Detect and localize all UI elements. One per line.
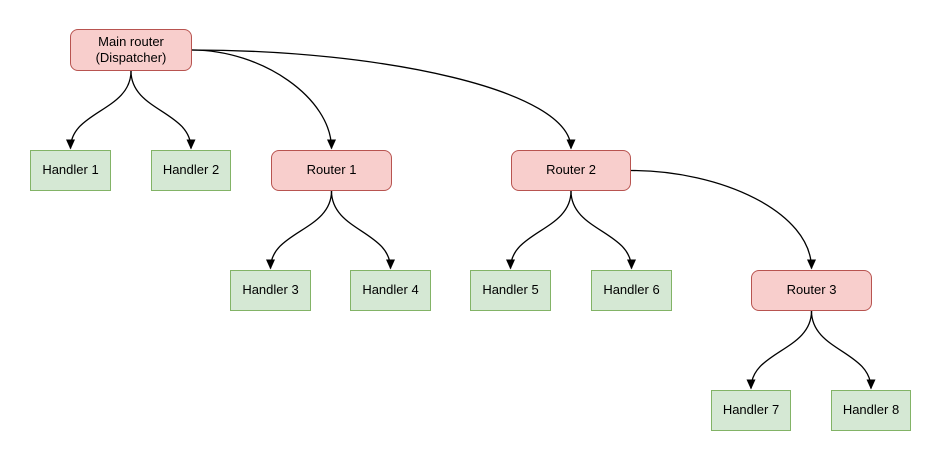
node-handler6: Handler 6 xyxy=(591,270,672,311)
node-handler5: Handler 5 xyxy=(470,270,551,311)
edge-router2-to-router3 xyxy=(630,169,816,270)
node-handler6-label: Handler 6 xyxy=(603,282,660,298)
edge-router3-to-handler8 xyxy=(810,310,876,390)
node-main-router: Main router (Dispatcher) xyxy=(70,29,192,71)
node-router2: Router 2 xyxy=(511,150,631,191)
edge-main-router-to-handler2 xyxy=(130,70,196,150)
node-handler7-label: Handler 7 xyxy=(722,402,780,418)
edge-main-router-to-handler1 xyxy=(66,70,132,150)
edge-router2-to-handler5 xyxy=(506,190,572,270)
node-handler3-label: Handler 3 xyxy=(242,282,299,298)
edge-router3-to-handler7 xyxy=(746,310,813,390)
node-handler2-label: Handler 2 xyxy=(162,162,220,178)
node-handler1: Handler 1 xyxy=(30,150,111,191)
edge-main-router-to-router1 xyxy=(191,49,336,150)
node-main-router-label: Main router (Dispatcher) xyxy=(95,33,167,65)
node-handler5-label: Handler 5 xyxy=(482,282,539,298)
node-handler4-label: Handler 4 xyxy=(362,282,419,298)
node-handler4: Handler 4 xyxy=(350,270,431,311)
node-handler8-label: Handler 8 xyxy=(842,402,900,418)
edge-router1-to-handler3 xyxy=(266,190,333,270)
node-router3: Router 3 xyxy=(751,270,872,311)
node-handler3: Handler 3 xyxy=(230,270,311,311)
node-router2-label: Router 2 xyxy=(546,162,596,178)
node-handler8: Handler 8 xyxy=(831,390,911,431)
edge-router1-to-handler4 xyxy=(330,190,395,270)
node-handler2: Handler 2 xyxy=(151,150,231,191)
node-router3-label: Router 3 xyxy=(786,282,837,298)
edge-main-router-to-router2 xyxy=(191,49,576,150)
node-handler7: Handler 7 xyxy=(711,390,791,431)
node-router1: Router 1 xyxy=(271,150,392,191)
node-handler1-label: Handler 1 xyxy=(42,162,99,178)
edge-router2-to-handler6 xyxy=(570,190,636,270)
node-router1-label: Router 1 xyxy=(306,162,357,178)
